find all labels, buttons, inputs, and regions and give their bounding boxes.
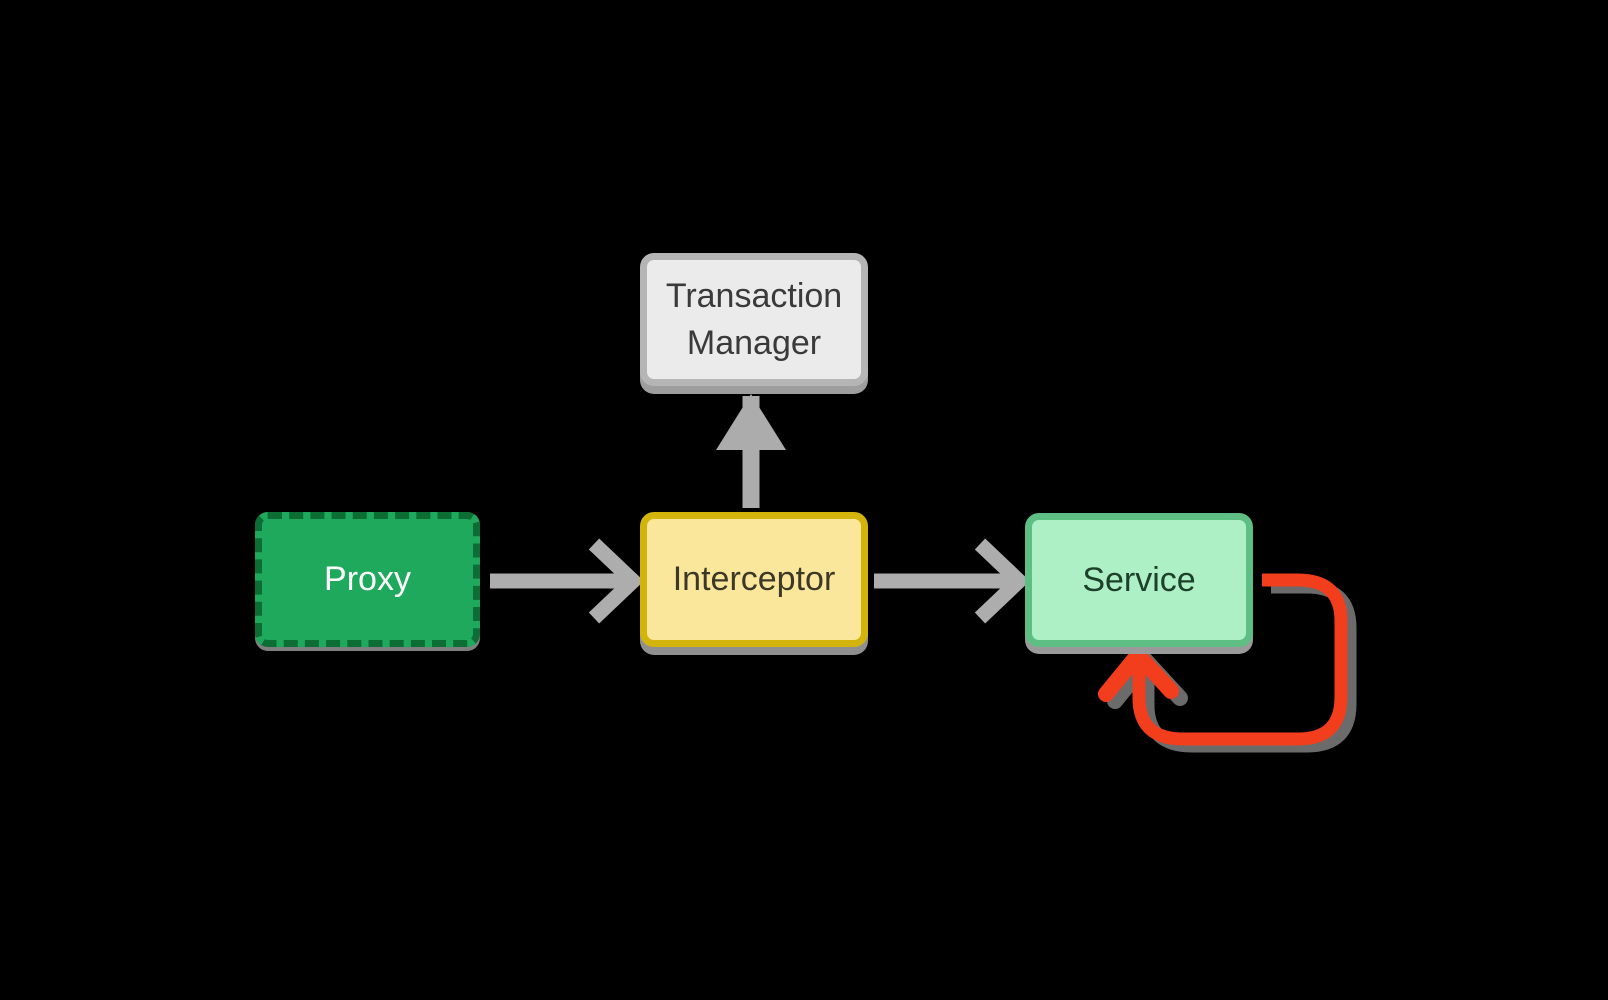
proxy-node-outline: Proxy: [255, 512, 480, 647]
arrow-head-chevron: [588, 538, 644, 624]
service-label: Service: [1082, 560, 1196, 599]
proxy-label: Proxy: [324, 560, 411, 598]
transaction-manager-label-line1: Transaction: [665, 276, 843, 315]
arrow-proxy-to-interceptor: [490, 538, 644, 624]
arrow-interceptor-to-service: [874, 538, 1030, 624]
transaction-manager-node: Transaction Manager: [640, 253, 868, 386]
proxy-node: Proxy: [255, 512, 480, 647]
arrow-interceptor-to-transaction-manager: [716, 394, 786, 508]
arrow-service-self-loop: [1098, 573, 1348, 746]
arrow-head-triangle: [716, 394, 786, 450]
arrow-head-chevron: [974, 538, 1030, 624]
service-node: Service: [1025, 513, 1253, 647]
loop-head-chevron: [1098, 642, 1179, 702]
interceptor-label: Interceptor: [672, 560, 836, 598]
interceptor-node: Interceptor: [640, 512, 868, 647]
loop-path: [1132, 573, 1348, 746]
transaction-manager-label-line2: Manager: [686, 323, 822, 362]
